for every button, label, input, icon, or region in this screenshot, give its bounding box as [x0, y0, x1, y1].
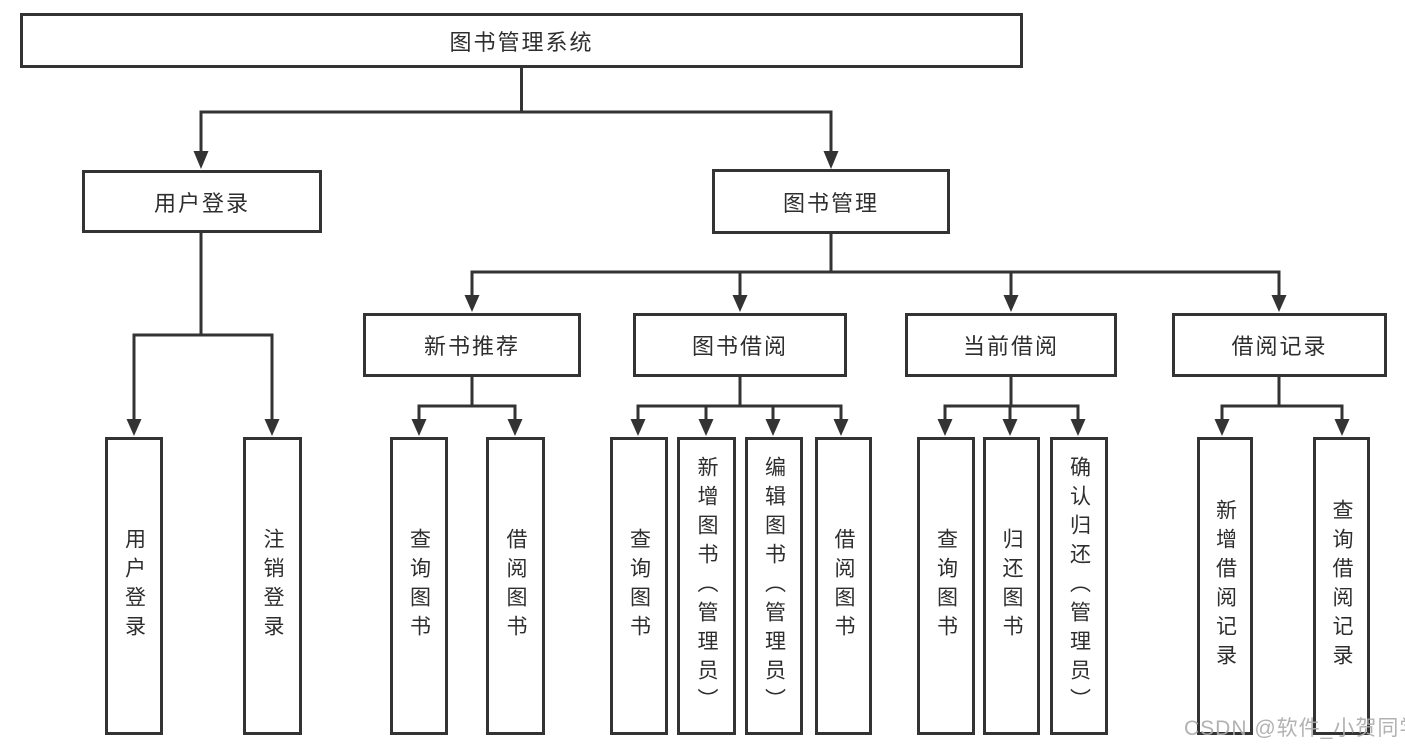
- leaf-bb-borrow-books-label: 借阅图书: [832, 528, 855, 644]
- leaf-bb-query-books-label: 查询图书: [627, 528, 651, 644]
- node-book-mgmt-label: 图书管理: [782, 190, 879, 216]
- node-borrow-records-label: 借阅记录: [1231, 334, 1328, 359]
- node-current-borrow: 当前借阅: [905, 313, 1117, 377]
- node-book-borrow: 图书借阅: [633, 313, 847, 377]
- node-book-mgmt: 图书管理: [712, 169, 950, 234]
- leaf-br-add-record-label: 新增借阅记录: [1213, 499, 1237, 673]
- leaf-user-login: 用户登录: [105, 437, 163, 735]
- leaf-cb-query-books-label: 查询图书: [934, 528, 958, 644]
- leaf-bb-edit-books-admin: 编辑图书（管理员）: [745, 437, 803, 735]
- leaf-bb-add-books-admin: 新增图书（管理员）: [677, 437, 736, 735]
- leaf-logout-label: 注销登录: [261, 528, 284, 644]
- leaf-bb-query-books: 查询图书: [610, 437, 668, 735]
- leaf-cb-return-books-label: 归还图书: [1000, 528, 1023, 644]
- connector-root-to-level2: [193, 66, 839, 169]
- connector-book-mgmt-to-level3: [464, 232, 1287, 312]
- leaf-rec-query-books-label: 查询图书: [407, 528, 431, 644]
- leaf-bb-add-books-admin-label: 新增图书（管理员）: [695, 455, 718, 717]
- node-root: 图书管理系统: [20, 13, 1023, 68]
- leaf-br-query-record-label: 查询借阅记录: [1330, 499, 1353, 673]
- node-root-label: 图书管理系统: [449, 29, 594, 55]
- node-user-login: 用户登录: [82, 170, 322, 233]
- node-borrow-records: 借阅记录: [1172, 313, 1387, 377]
- leaf-logout: 注销登录: [243, 437, 302, 735]
- leaf-br-add-record: 新增借阅记录: [1197, 437, 1253, 735]
- leaf-bb-borrow-books: 借阅图书: [815, 437, 872, 735]
- connector-new-book-rec-to-leaves: [411, 375, 523, 436]
- leaf-br-query-record: 查询借阅记录: [1313, 437, 1370, 735]
- leaf-rec-borrow-books: 借阅图书: [486, 437, 545, 735]
- connector-user-login-to-leaves: [126, 231, 280, 436]
- connector-borrow-records-to-leaves: [1214, 375, 1350, 436]
- node-new-book-rec-label: 新书推荐: [423, 334, 520, 359]
- connector-book-borrow-to-leaves: [630, 375, 849, 436]
- leaf-cb-confirm-return-admin: 确认归还（管理员）: [1050, 437, 1108, 735]
- node-new-book-rec: 新书推荐: [363, 313, 581, 377]
- leaf-rec-borrow-books-label: 借阅图书: [504, 528, 527, 644]
- node-current-borrow-label: 当前借阅: [962, 334, 1059, 359]
- watermark: CSDN @软件_小贺同学: [1184, 717, 1405, 740]
- leaf-cb-return-books: 归还图书: [983, 437, 1040, 735]
- leaf-bb-edit-books-admin-label: 编辑图书（管理员）: [762, 455, 786, 717]
- node-book-borrow-label: 图书借阅: [691, 334, 788, 359]
- leaf-rec-query-books: 查询图书: [390, 437, 448, 735]
- leaf-cb-query-books: 查询图书: [917, 437, 975, 735]
- node-user-login-label: 用户登录: [153, 190, 250, 216]
- connector-current-borrow-to-leaves: [937, 375, 1086, 436]
- leaf-user-login-label: 用户登录: [122, 528, 146, 644]
- leaf-cb-confirm-return-admin-label: 确认归还（管理员）: [1067, 455, 1091, 717]
